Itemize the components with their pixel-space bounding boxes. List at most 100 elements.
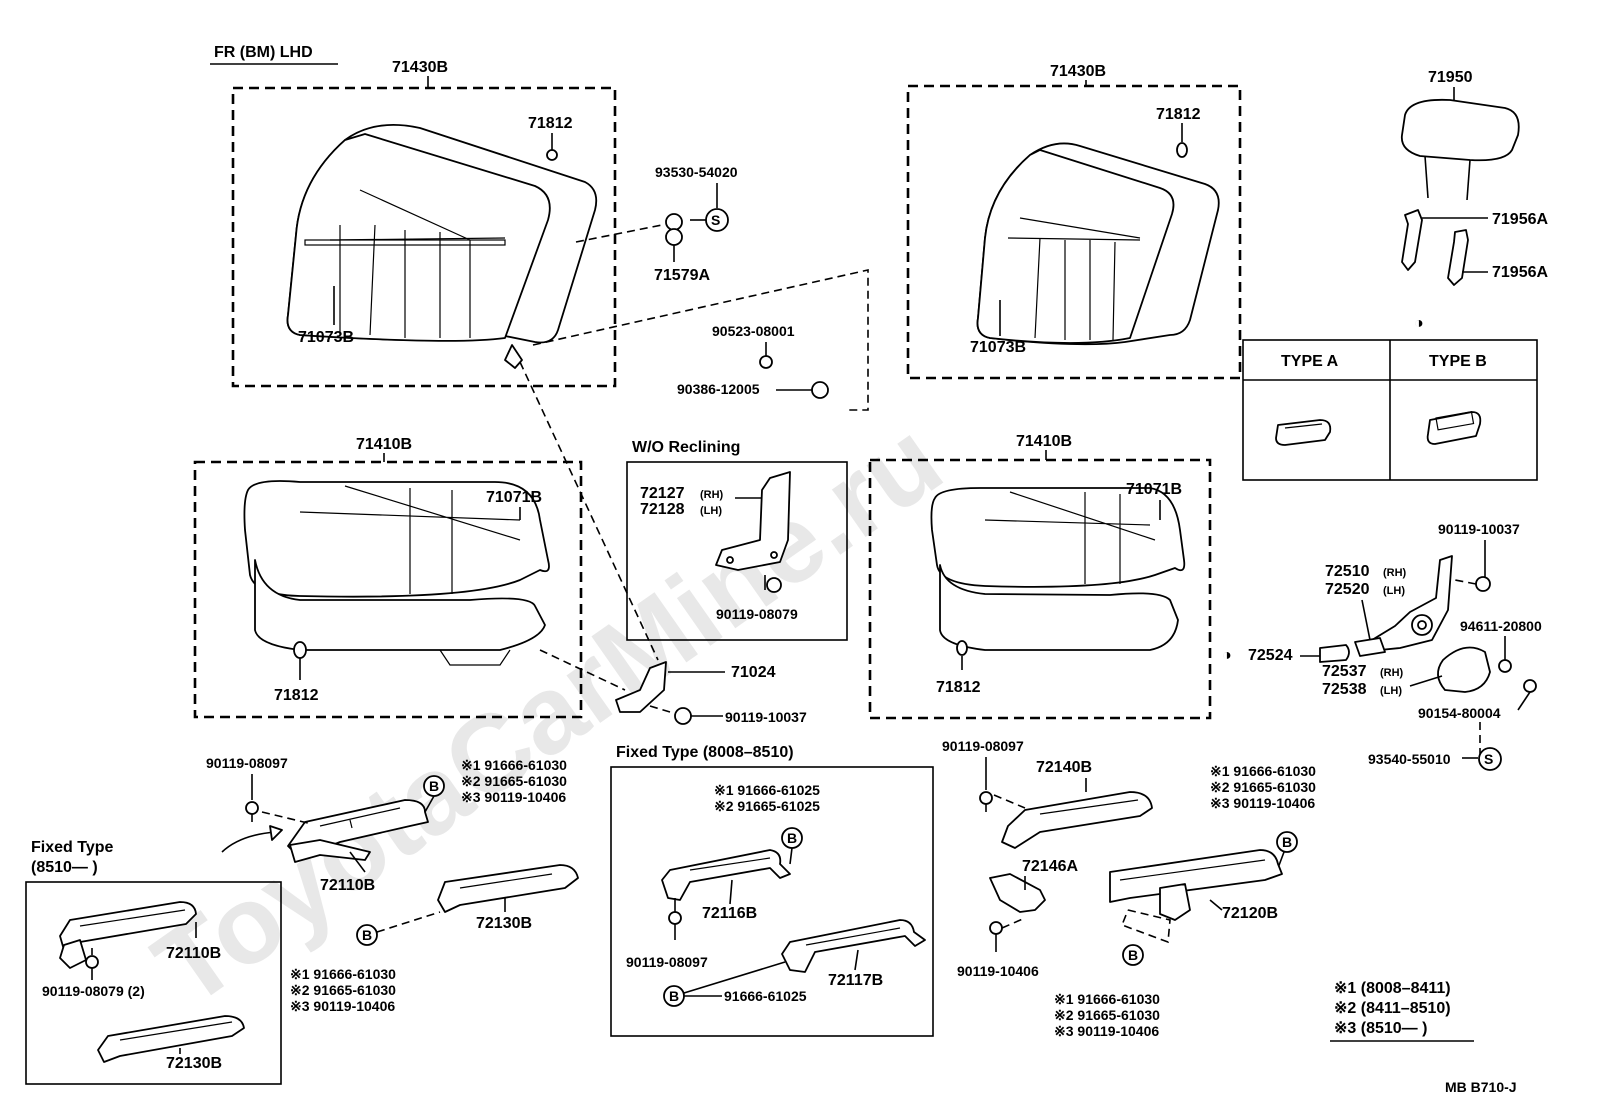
label-93540-55010: 93540-55010 — [1368, 751, 1451, 767]
cover-type-a — [1275, 419, 1332, 446]
diagram-title: FR (BM) LHD — [214, 44, 313, 61]
clip-71812-right-bottom — [956, 640, 968, 656]
label-71024: 71024 — [731, 664, 776, 681]
note-a2-right-lower: ※2 91665-61030 — [1054, 1007, 1160, 1023]
recliner-cover-72537 — [1437, 646, 1491, 693]
cover-type-b — [1426, 411, 1482, 445]
note-m1: ※1 91666-61025 — [714, 782, 820, 798]
right-cushion-box — [868, 458, 1212, 720]
svg-text:B: B — [362, 927, 372, 943]
clip-71812-right — [1176, 142, 1188, 158]
bolt-90119-08079-wo — [766, 577, 782, 593]
type-table: ◑ TYPE A TYPE B — [1242, 315, 1538, 481]
cover-fastener-group: 93530-54020 S 71579A — [575, 164, 738, 284]
left-cushion-top — [243, 480, 550, 598]
label-71410B-left: 71410B — [356, 436, 412, 453]
right-seatback-box — [906, 84, 1242, 380]
svg-text:(RH): (RH) — [1380, 667, 1404, 679]
label-90119-08097-mid: 90119-08097 — [626, 954, 708, 970]
right-cushion-top — [930, 487, 1186, 588]
fixed-type-left-group: Fixed Type (8510— ) 72110B 90119-08079 (… — [25, 839, 282, 1085]
label-72110B-fixed: 72110B — [166, 945, 221, 962]
label-90119-08097-left: 90119-08097 — [206, 755, 288, 771]
symbol-b-lower-left — [356, 924, 378, 946]
label-72510: 72510 — [1325, 563, 1370, 580]
left-adjuster-group: 90119-08097 B ※1 91666-61030 ※2 91665-61… — [206, 755, 579, 1014]
left-cushion-group: 71410B 71071B 71812 — [193, 436, 626, 719]
label-72140B: 72140B — [1036, 759, 1092, 776]
label-91666-61025: 91666-61025 — [724, 988, 807, 1004]
fixed-type-mid-title: Fixed Type (8008–8510) — [616, 744, 794, 761]
label-71812-right-top: 71812 — [1156, 106, 1201, 123]
left-cushion-bottom — [254, 559, 546, 651]
type-a-header: TYPE A — [1281, 353, 1339, 370]
note-a3-right: ※3 90119-10406 — [1210, 795, 1315, 811]
label-90386-12005: 90386-12005 — [677, 381, 760, 397]
bracket-72146A — [989, 873, 1046, 913]
grommet-71579A — [665, 213, 683, 231]
label-93530-54020: 93530-54020 — [655, 164, 738, 180]
footer-code: MB B710-J — [1445, 1079, 1517, 1095]
wo-reclining-box — [626, 461, 848, 641]
wo-reclining-group: W/O Reclining 72127 (RH) 72128 (LH) 9011… — [626, 439, 848, 641]
label-72520: 72520 — [1325, 581, 1370, 598]
half-circle-symbol: ◑ — [1414, 315, 1424, 332]
bracket-71024 — [615, 661, 667, 713]
label-72130B-fixed: 72130B — [166, 1055, 222, 1072]
bracket-72117B — [781, 919, 926, 973]
label-72127: 72127 — [640, 485, 685, 502]
label-71950: 71950 — [1428, 69, 1473, 86]
left-seatback-group: 71430B 71812 71073B — [231, 59, 617, 388]
half-circle-72524: ◑ — [1222, 647, 1232, 664]
label-71812-left-bottom: 71812 — [274, 687, 319, 704]
note-m2: ※2 91665-61025 — [714, 798, 820, 814]
svg-text:(LH): (LH) — [1383, 585, 1405, 597]
label-72128: 72128 — [640, 501, 685, 518]
label-90119-08079: 90119-08079 — [716, 606, 798, 622]
bolt-90119-10406-right — [989, 921, 1003, 935]
svg-text:B: B — [1282, 834, 1292, 850]
clip-71812-left — [546, 149, 558, 161]
symbol-b-right-bottom — [1122, 944, 1144, 966]
label-72146A: 72146A — [1022, 858, 1078, 875]
adjuster-72140B — [1001, 791, 1153, 849]
recliner-group: 90119-10037 72510 (RH) 72520 (LH) ◑ 7252… — [1222, 521, 1542, 771]
legend-row-2: ※2 (8411–8510) — [1334, 1000, 1451, 1017]
fixed-type-mid-box — [610, 766, 934, 1037]
label-72524: 72524 — [1248, 647, 1293, 664]
label-90119-08079-2: 90119-08079 (2) — [42, 983, 145, 999]
label-71579A: 71579A — [654, 267, 710, 284]
svg-text:S: S — [711, 212, 720, 228]
label-71956A-1: 71956A — [1492, 211, 1548, 228]
note-a3-lower: ※3 90119-10406 — [290, 998, 395, 1014]
clip-71812-left-bottom — [293, 641, 307, 659]
adjuster-72130B-center — [437, 864, 579, 913]
hinge-bracket-72127 — [715, 471, 791, 571]
note-a3-left: ※3 90119-10406 — [461, 789, 566, 805]
bracket-72116B — [661, 849, 791, 901]
nut-90386-12005 — [811, 381, 829, 399]
note-a1-left: ※1 91666-61030 — [461, 757, 567, 773]
symbol-s-bottom — [1478, 747, 1502, 771]
svg-text:(LH): (LH) — [700, 505, 722, 517]
right-adjuster-group: 90119-08097 72140B 72146A 90119-10406 ※1… — [942, 738, 1316, 1039]
fixed-type-left-title: Fixed Type — [31, 839, 113, 856]
note-a1-right: ※1 91666-61030 — [1210, 763, 1316, 779]
adjuster-72130B-fixed — [97, 1015, 245, 1063]
note-a1-lower: ※1 91666-61030 — [290, 966, 396, 982]
adjuster-72120B — [1109, 849, 1283, 903]
bolt-90119-08079-fixed — [85, 955, 99, 969]
note-a2-left: ※2 91665-61030 — [461, 773, 567, 789]
washer-94611-20800 — [1498, 659, 1512, 673]
svg-text:(LH): (LH) — [1380, 685, 1402, 697]
label-90119-10037-left: 90119-10037 — [725, 709, 807, 725]
label-71430B-left: 71430B — [392, 59, 448, 76]
label-72116B: 72116B — [702, 905, 757, 922]
fixed-type-left-box — [25, 881, 282, 1085]
wo-reclining-title: W/O Reclining — [632, 439, 740, 456]
symbol-b-right-top — [1276, 831, 1298, 853]
label-72110B-center: 72110B — [320, 877, 375, 894]
svg-text:(RH): (RH) — [700, 489, 724, 501]
label-71073B-left: 71073B — [298, 329, 354, 346]
